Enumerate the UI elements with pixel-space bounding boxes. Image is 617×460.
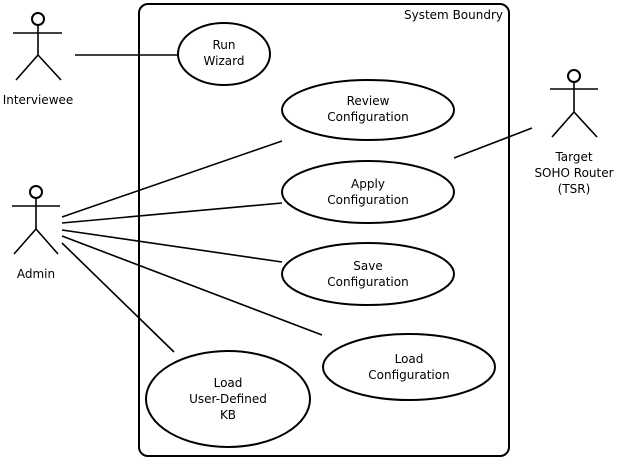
- actor-label: Admin: [17, 267, 55, 281]
- use-case-run-wizard: Run Wizard: [177, 22, 271, 86]
- use-case-label-line: Wizard: [204, 54, 245, 68]
- assoc-admin-load-kb: [61, 242, 175, 353]
- use-case-label-line: Review: [347, 94, 390, 108]
- assoc-admin-apply-configuration: [61, 202, 283, 224]
- use-case-label-line: Configuration: [368, 368, 449, 382]
- use-case-label-line: Run: [212, 38, 235, 52]
- actor-label-line: SOHO Router: [534, 166, 613, 180]
- actor-label: Interviewee: [3, 93, 74, 107]
- use-case-save-configuration: Save Configuration: [281, 242, 455, 306]
- assoc-admin-save-configuration: [61, 229, 283, 263]
- use-case-label-line: Load: [214, 376, 243, 390]
- actor-label-line: Target: [554, 150, 592, 164]
- actor-interviewee: Interviewee: [3, 12, 74, 107]
- use-case-ellipse: [177, 22, 271, 86]
- use-case-label-line: Apply: [351, 177, 385, 191]
- use-case-load-configuration: Load Configuration: [322, 333, 496, 401]
- use-case-review-configuration: Review Configuration: [281, 79, 455, 141]
- use-case-apply-configuration: Apply Configuration: [281, 160, 455, 224]
- actor-tsr: Target SOHO Router (TSR): [534, 69, 614, 196]
- use-case-ellipse: [281, 79, 455, 141]
- use-case-ellipse: [145, 350, 311, 448]
- stick-figure-icon: [550, 69, 598, 138]
- assoc-apply-configuration-tsr: [453, 127, 533, 159]
- stick-figure-icon: [12, 185, 60, 255]
- assoc-admin-review-configuration: [61, 140, 283, 218]
- use-case-ellipse: [322, 333, 496, 401]
- stick-figure-icon: [13, 12, 62, 81]
- associations: [61, 54, 533, 353]
- use-case-load-kb: Load User-Defined KB: [145, 350, 311, 448]
- use-case-label-line: Configuration: [327, 193, 408, 207]
- use-case-ellipse: [281, 160, 455, 224]
- use-case-label-line: KB: [220, 408, 236, 422]
- use-case-ellipse: [281, 242, 455, 306]
- actor-label-line: (TSR): [558, 182, 591, 196]
- use-case-label-line: User-Defined: [189, 392, 267, 406]
- assoc-admin-load-configuration: [61, 235, 323, 336]
- use-case-label-line: Configuration: [327, 110, 408, 124]
- system-boundary-label: System Boundry: [404, 8, 503, 22]
- actor-admin: Admin: [12, 185, 60, 281]
- use-case-label-line: Configuration: [327, 275, 408, 289]
- use-case-label-line: Save: [353, 259, 382, 273]
- use-case-label-line: Load: [395, 352, 424, 366]
